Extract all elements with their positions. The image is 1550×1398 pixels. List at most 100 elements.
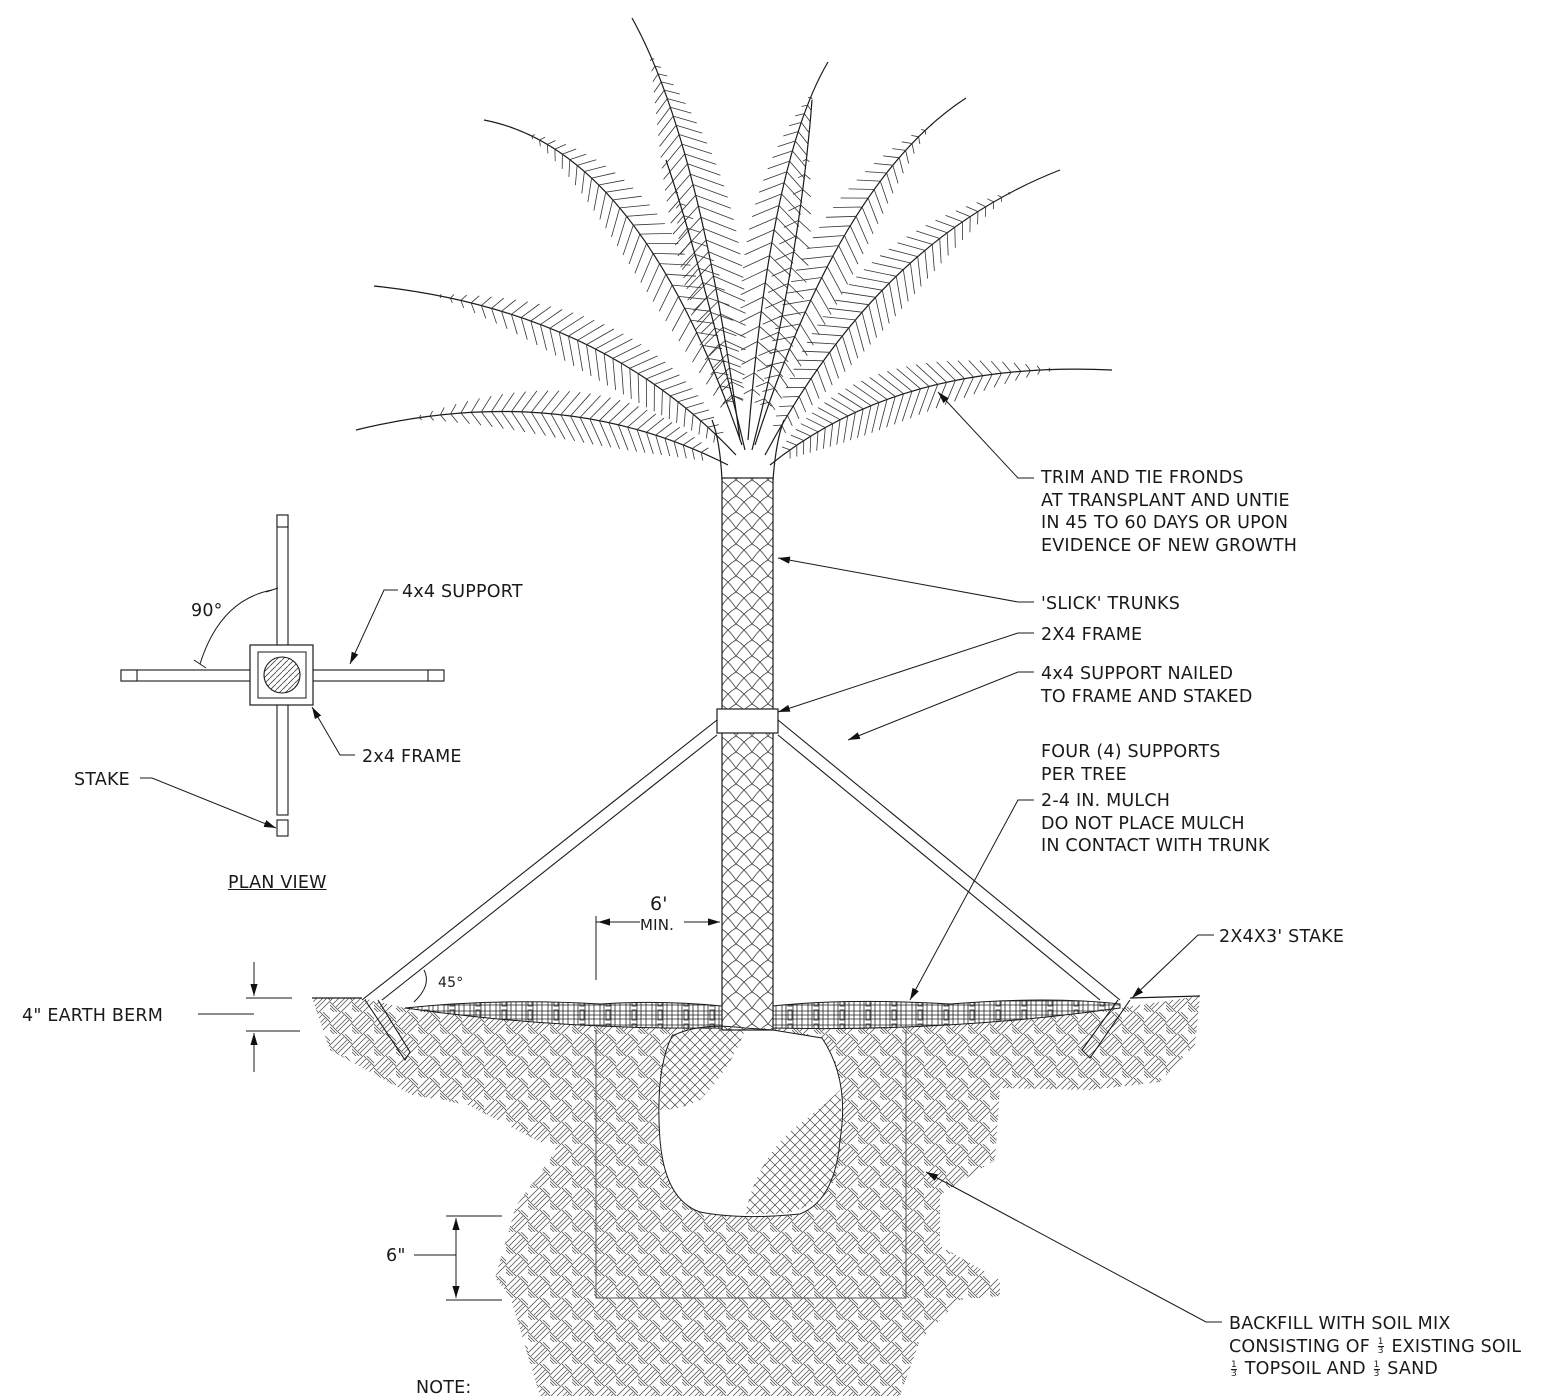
label-2x4-frame: 2X4 FRAME bbox=[1041, 625, 1143, 645]
dim-berm-extensions bbox=[246, 997, 300, 1032]
leader-slick-trunks bbox=[777, 556, 1034, 603]
frond-leaflets bbox=[760, 123, 933, 411]
label-stake-2x4x3: 2X4X3' STAKE bbox=[1219, 927, 1345, 947]
leader-plan-stake bbox=[140, 777, 277, 829]
frond-leaflets bbox=[649, 58, 746, 404]
frond-top-right bbox=[740, 61, 829, 441]
frond-rachis bbox=[751, 99, 813, 451]
label-dim-6ft: 6' bbox=[650, 893, 668, 915]
backfill-line-2-post: EXISTING SOIL bbox=[1391, 1336, 1522, 1357]
plan-stake-bottom bbox=[276, 819, 289, 837]
frond-leaflets bbox=[439, 294, 724, 443]
leader-2x4-frame bbox=[777, 632, 1034, 713]
mulch-left bbox=[404, 1001, 723, 1029]
plan-view-drawing bbox=[120, 514, 445, 837]
soil-mass bbox=[312, 995, 1201, 1396]
frond-leaflets bbox=[773, 191, 1011, 434]
backfill-line-3-post: SAND bbox=[1387, 1359, 1439, 1379]
frond-rachis bbox=[373, 285, 737, 456]
rootball-crosshatch-lower bbox=[745, 1090, 842, 1214]
fraction-num: 1 bbox=[1231, 1359, 1237, 1370]
planting-pit-outline bbox=[595, 1030, 907, 1299]
mulch-line-2: DO NOT PLACE MULCH bbox=[1041, 813, 1245, 834]
palm-trunk bbox=[721, 477, 774, 1031]
four-supports-line-1: FOUR (4) SUPPORTS bbox=[1041, 742, 1221, 762]
label-four-supports: FOUR (4) SUPPORTS PER TREE bbox=[1041, 741, 1221, 786]
frond-rachis bbox=[769, 368, 1113, 466]
rootball-crosshatch-upper bbox=[660, 1028, 745, 1110]
leader-plan-support bbox=[349, 589, 398, 665]
label-angle-45: 45° bbox=[438, 975, 464, 991]
label-dim-min: MIN. bbox=[640, 916, 675, 934]
frond-rachis bbox=[747, 61, 829, 441]
leader-support-nailed bbox=[847, 671, 1034, 741]
label-plan-2x4-frame: 2x4 FRAME bbox=[362, 747, 462, 767]
stake-right bbox=[1081, 999, 1131, 1059]
trim-fronds-line-1: TRIM AND TIE FRONDS bbox=[1041, 468, 1244, 488]
frond-leaflets bbox=[523, 132, 735, 408]
plan-angle-arc bbox=[199, 589, 273, 665]
label-slick-trunks: 'SLICK' TRUNKS bbox=[1041, 594, 1181, 614]
fraction-den: 3 bbox=[1373, 1368, 1380, 1379]
support-nailed-line-1: 4x4 SUPPORT NAILED bbox=[1041, 664, 1234, 684]
backfill-line-1: BACKFILL WITH SOIL MIX bbox=[1229, 1314, 1451, 1334]
frond-top-left bbox=[631, 17, 746, 441]
label-plan-view: PLAN VIEW bbox=[228, 873, 327, 893]
label-angle-90: 90° bbox=[191, 601, 223, 621]
frond-upper-right bbox=[754, 97, 967, 446]
palm-trunk-and-supports bbox=[361, 419, 1131, 1062]
support-right bbox=[777, 719, 1121, 1001]
frond-rachis bbox=[631, 17, 741, 441]
backfill-line-2-pre: CONSISTING OF bbox=[1229, 1336, 1370, 1357]
label-support-nailed: 4x4 SUPPORT NAILED TO FRAME AND STAKED bbox=[1041, 663, 1253, 708]
stake-left bbox=[364, 999, 411, 1062]
frond-leaflets bbox=[675, 191, 744, 405]
mulch-line-1: 2-4 IN. MULCH bbox=[1041, 791, 1171, 811]
frond-leaflets bbox=[740, 96, 813, 396]
frame-band bbox=[716, 708, 779, 734]
fraction-num: 1 bbox=[1377, 1337, 1384, 1347]
palm-neck bbox=[711, 419, 785, 481]
support-left bbox=[361, 719, 718, 1001]
label-mulch: 2-4 IN. MULCH DO NOT PLACE MULCH IN CONT… bbox=[1041, 790, 1270, 858]
trim-fronds-line-3: IN 45 TO 60 DAYS OR UPON bbox=[1041, 513, 1289, 533]
frond-mid-right bbox=[764, 169, 1061, 456]
label-note: NOTE: bbox=[416, 1378, 472, 1398]
four-supports-line-2: PER TREE bbox=[1041, 764, 1127, 785]
palm-fronds bbox=[355, 17, 1113, 466]
label-trim-fronds: TRIM AND TIE FRONDS AT TRANSPLANT AND UN… bbox=[1041, 467, 1297, 557]
support-nailed-line-2: TO FRAME AND STAKED bbox=[1041, 686, 1253, 707]
backfill-line-3-mid: TOPSOIL AND bbox=[1244, 1359, 1366, 1379]
trim-fronds-line-2: AT TRANSPLANT AND UNTIE bbox=[1041, 490, 1290, 511]
trim-fronds-line-4: EVIDENCE OF NEW GROWTH bbox=[1041, 535, 1298, 556]
mulch-right bbox=[772, 999, 1121, 1030]
fraction-den: 3 bbox=[1231, 1368, 1237, 1379]
frond-inner-right bbox=[751, 99, 813, 451]
leader-backfill bbox=[925, 1171, 1222, 1323]
leader-stake bbox=[1131, 934, 1214, 999]
frond-leaflets bbox=[754, 143, 812, 407]
leader-plan-frame bbox=[311, 706, 355, 756]
plan-angle-ticks bbox=[193, 587, 279, 669]
frond-inner-left bbox=[665, 159, 746, 451]
frond-rachis bbox=[355, 410, 729, 466]
leader-trim-fronds bbox=[937, 391, 1034, 479]
label-dim-6in: 6" bbox=[386, 1246, 406, 1266]
label-plan-stake: STAKE bbox=[74, 770, 130, 790]
frond-leaflets bbox=[781, 360, 1051, 459]
mulch-line-3: IN CONTACT WITH TRUNK bbox=[1041, 836, 1270, 856]
plan-trunk-section bbox=[263, 656, 301, 694]
label-earth-berm: 4" EARTH BERM bbox=[22, 1006, 163, 1026]
annotation-leaders bbox=[140, 391, 1222, 1323]
angle-45-arc bbox=[413, 969, 427, 1003]
frond-leaflets bbox=[408, 390, 709, 461]
plan-stake-right bbox=[427, 669, 445, 682]
frond-low-left bbox=[355, 390, 729, 466]
label-plan-4x4-support: 4x4 SUPPORT bbox=[402, 582, 523, 602]
